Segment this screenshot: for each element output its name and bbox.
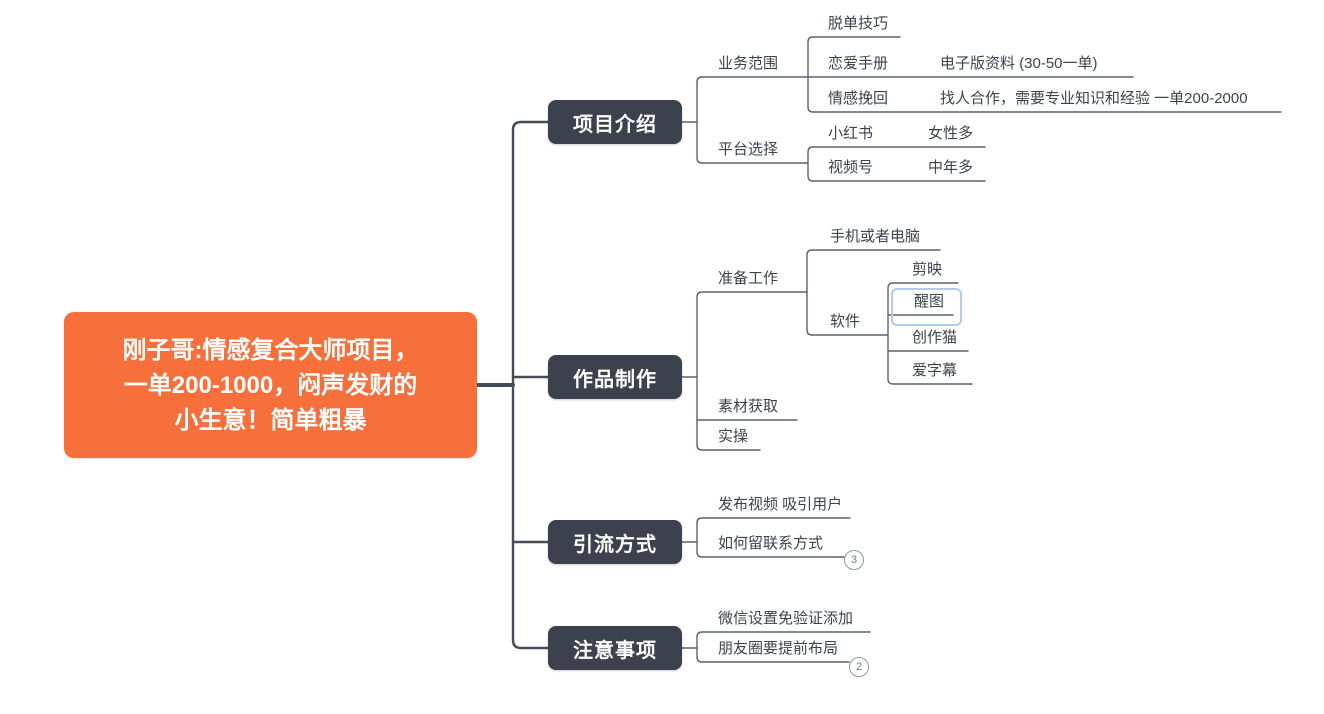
topic-business-scope[interactable]: 业务范围 xyxy=(718,55,779,72)
branch-notes[interactable]: 注意事项 xyxy=(548,626,682,670)
topic-moments-layout[interactable]: 朋友圈要提前布局 xyxy=(718,640,839,657)
topic-love-manual[interactable]: 恋爱手册 xyxy=(828,55,889,72)
topic-phone-or-pc[interactable]: 手机或者电脑 xyxy=(830,228,921,245)
topic-xingtu[interactable]: 醒图 xyxy=(914,293,945,310)
root-title-line2: 一单200-1000，闷声发财的 xyxy=(123,371,418,399)
topic-love-manual-note[interactable]: 电子版资料 (30-50一单) xyxy=(940,55,1098,72)
topic-chuangzuomao[interactable]: 创作猫 xyxy=(912,329,958,346)
topic-preparation[interactable]: 准备工作 xyxy=(718,270,779,287)
topic-dating-skills[interactable]: 脱单技巧 xyxy=(828,15,889,32)
topic-shipinhao[interactable]: 视频号 xyxy=(828,159,874,176)
topic-jianying[interactable]: 剪映 xyxy=(912,261,943,278)
root-title-line1: 刚子哥:情感复合大师项目， xyxy=(122,336,419,364)
badge-count-2[interactable]: 2 xyxy=(849,657,869,677)
topic-material-acquisition[interactable]: 素材获取 xyxy=(718,398,779,415)
topic-wechat-no-verify[interactable]: 微信设置免验证添加 xyxy=(718,610,854,627)
branch-project-intro[interactable]: 项目介绍 xyxy=(548,100,682,144)
topic-xiaohongshu[interactable]: 小红书 xyxy=(828,125,874,142)
topic-shipinhao-note[interactable]: 中年多 xyxy=(928,159,974,176)
selected-topic-outline xyxy=(891,288,962,326)
root-title-line3: 小生意！简单粗暴 xyxy=(174,406,367,434)
topic-emotion-recovery-note[interactable]: 找人合作，需要专业知识和经验 一单200-2000 xyxy=(940,90,1248,107)
topic-emotion-recovery[interactable]: 情感挽回 xyxy=(828,90,889,107)
branch-traffic[interactable]: 引流方式 xyxy=(548,520,682,564)
trunk-down xyxy=(511,383,550,650)
badge-count-3[interactable]: 3 xyxy=(844,550,864,570)
topic-platform-choice[interactable]: 平台选择 xyxy=(718,141,779,158)
topic-publish-video[interactable]: 发布视频 吸引用户 xyxy=(718,496,843,513)
topic-software[interactable]: 软件 xyxy=(830,313,861,330)
topic-xiaohongshu-note[interactable]: 女性多 xyxy=(928,125,974,142)
topic-leave-contact[interactable]: 如何留联系方式 xyxy=(718,535,824,552)
topic-aizimu[interactable]: 爱字幕 xyxy=(912,362,958,379)
topic-practice[interactable]: 实操 xyxy=(718,428,749,445)
root-topic[interactable]: 刚子哥:情感复合大师项目， 一单200-1000，闷声发财的 小生意！简单粗暴 xyxy=(64,312,477,458)
trunk-up xyxy=(511,120,550,387)
branch-production[interactable]: 作品制作 xyxy=(548,355,682,399)
